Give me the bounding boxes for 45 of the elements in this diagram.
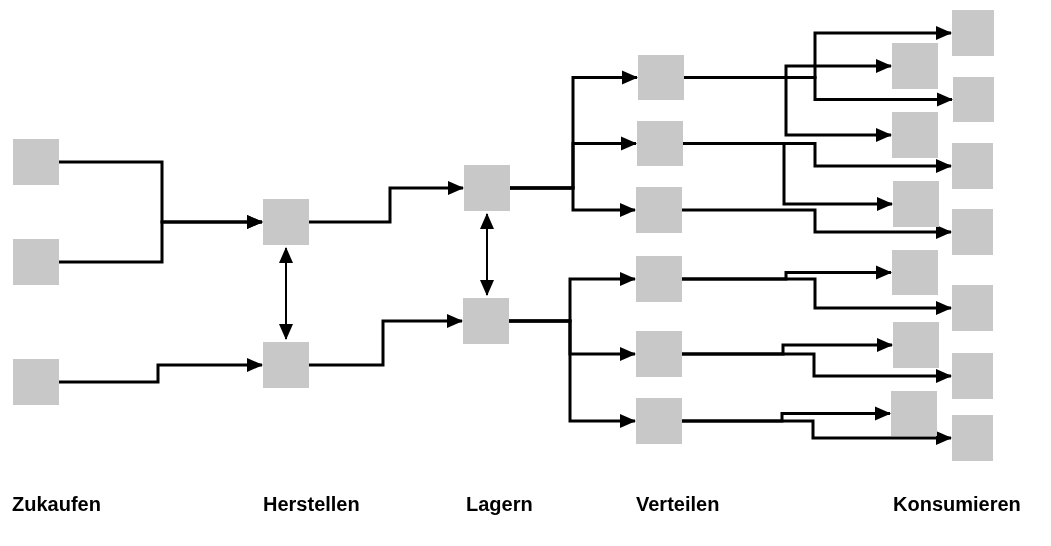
square-node bbox=[13, 239, 59, 285]
square-node bbox=[892, 112, 938, 158]
square-node bbox=[953, 77, 994, 122]
arrow bbox=[59, 215, 263, 264]
square-node bbox=[13, 359, 59, 405]
arrow bbox=[682, 208, 952, 239]
square-node bbox=[893, 322, 939, 368]
square-node bbox=[893, 181, 939, 227]
arrow bbox=[684, 76, 892, 142]
square-node bbox=[636, 256, 682, 302]
square-node bbox=[891, 391, 937, 436]
square-node bbox=[636, 187, 682, 233]
square-node bbox=[952, 10, 994, 56]
square-node bbox=[636, 331, 682, 377]
arrow bbox=[510, 186, 636, 217]
arrow bbox=[682, 352, 952, 383]
square-node bbox=[636, 398, 682, 444]
square-node bbox=[464, 165, 510, 211]
square-node bbox=[13, 139, 59, 185]
arrow bbox=[309, 181, 464, 224]
arrow bbox=[682, 277, 952, 315]
stage-label: Lagern bbox=[466, 493, 533, 516]
stage-label: Verteilen bbox=[636, 493, 720, 516]
square-node bbox=[952, 415, 993, 461]
stage-label: Herstellen bbox=[263, 493, 360, 516]
double-arrow bbox=[279, 247, 293, 340]
square-node bbox=[892, 250, 938, 295]
square-node bbox=[638, 55, 684, 100]
square-node bbox=[263, 342, 309, 388]
square-node bbox=[952, 353, 993, 399]
square-node bbox=[952, 209, 993, 255]
square-node bbox=[892, 43, 938, 89]
square-node bbox=[952, 285, 993, 331]
arrow bbox=[683, 142, 893, 211]
arrow bbox=[682, 419, 952, 445]
square-node bbox=[637, 121, 683, 166]
square-node bbox=[952, 143, 993, 189]
square-node bbox=[463, 298, 509, 344]
double-arrow bbox=[480, 213, 494, 296]
arrow bbox=[309, 314, 463, 367]
arrow bbox=[509, 319, 636, 428]
stage-label: Zukaufen bbox=[12, 493, 101, 516]
stage-label: Konsumieren bbox=[893, 493, 1021, 516]
square-node bbox=[263, 199, 309, 245]
arrow bbox=[59, 358, 263, 384]
